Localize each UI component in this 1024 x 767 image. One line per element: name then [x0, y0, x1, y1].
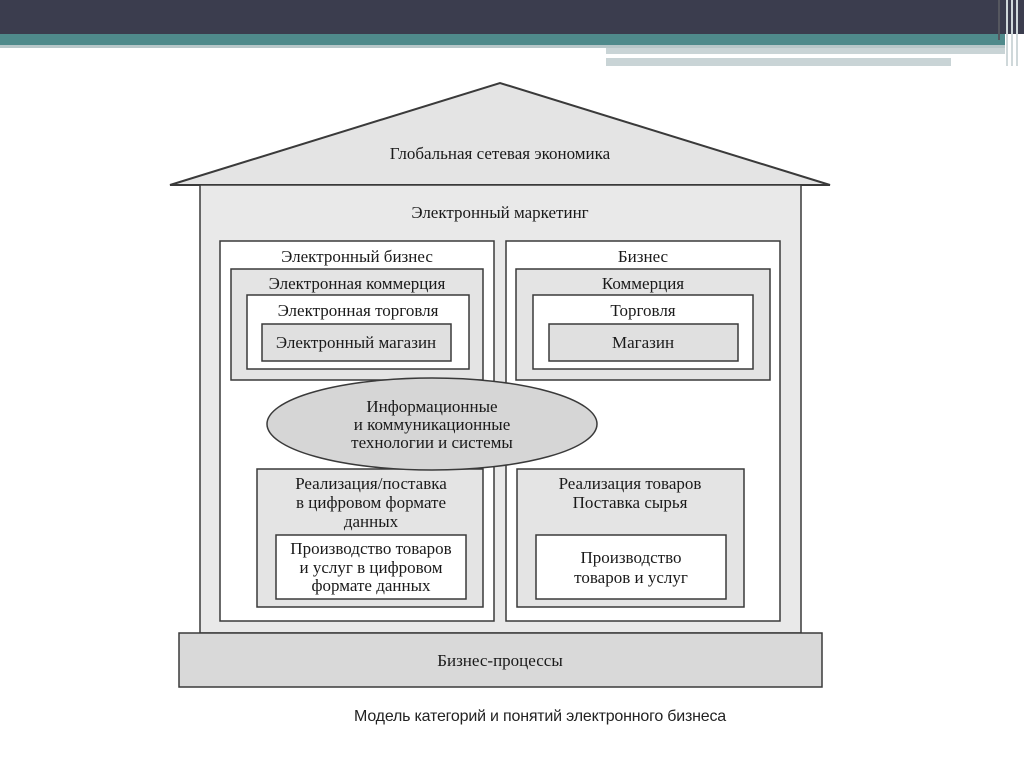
teal-banner-stripe [0, 34, 1005, 45]
banner-divider [1011, 0, 1013, 66]
foundation [178, 632, 823, 688]
banner-divider [998, 0, 1000, 40]
banner-divider [1016, 0, 1018, 66]
e-production-line-2: и услуг в цифровом [300, 558, 443, 577]
e-delivery-line-2: в цифровом формате [296, 493, 446, 512]
delivery-line-2: Поставка сырья [573, 493, 688, 512]
e-production-line-3: формате данных [311, 576, 431, 595]
house-label: Электронный маркетинг [411, 203, 588, 222]
production-line-1: Производство [580, 548, 681, 567]
e-shop-box [261, 323, 452, 362]
e-production-box [275, 534, 467, 600]
ict-line-1: Информационные [366, 397, 497, 416]
business-title: Бизнес [618, 247, 669, 266]
commerce-label: Коммерция [602, 274, 684, 293]
e-business-title: Электронный бизнес [281, 247, 433, 266]
shop-box [548, 323, 739, 362]
production-line-2: товаров и услуг [574, 568, 688, 587]
ict-line-2: и коммуникационные [354, 415, 511, 434]
ict-line-3: технологии и системы [351, 433, 513, 452]
top-banner [0, 0, 1024, 34]
e-production-line-1: Производство товаров [290, 539, 451, 558]
banner-strip [0, 45, 1005, 48]
foundation-label: Бизнес-процессы [437, 651, 563, 670]
delivery-line-1: Реализация товаров [559, 474, 702, 493]
roof-label: Глобальная сетевая экономика [390, 144, 611, 163]
figure-caption: Модель категорий и понятий электронного … [354, 708, 726, 725]
shop-label: Магазин [612, 333, 674, 352]
banner-divider [1006, 0, 1008, 66]
e-delivery-line-1: Реализация/поставка [295, 474, 447, 493]
trade-label: Торговля [610, 301, 675, 320]
e-delivery-line-3: данных [344, 512, 399, 531]
e-shop-label: Электронный магазин [276, 333, 436, 352]
banner-strip [606, 48, 1005, 54]
e-commerce-label: Электронная коммерция [269, 274, 446, 293]
e-trade-label: Электронная торговля [278, 301, 439, 320]
production-box [535, 534, 727, 600]
banner-strip [606, 58, 951, 66]
roof [169, 81, 831, 186]
ict-ellipse [266, 377, 598, 471]
